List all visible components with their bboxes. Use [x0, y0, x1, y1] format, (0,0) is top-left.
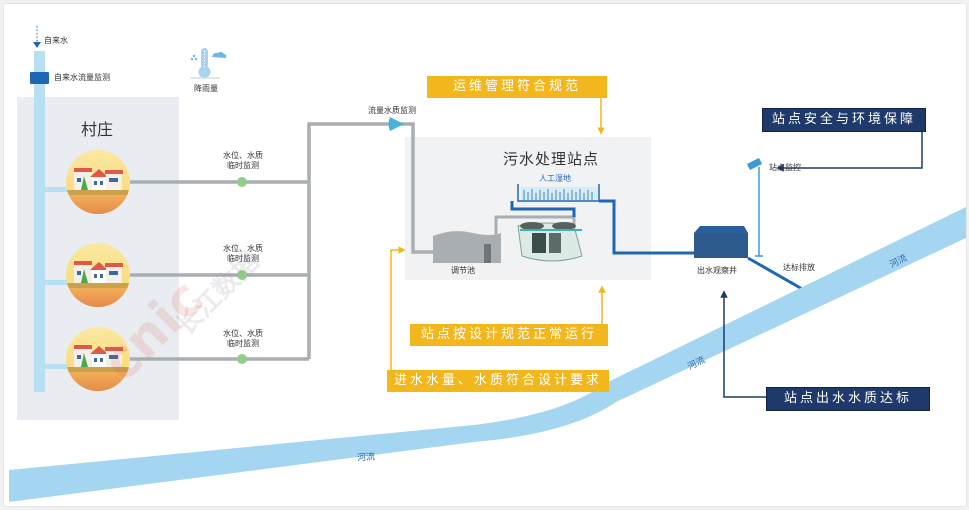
- village-house-icon: [66, 327, 130, 391]
- flow-monitor-icon[interactable]: [388, 117, 405, 131]
- observation-well-label: 出水观察井: [697, 266, 737, 275]
- monitor-label-2: 水位、水质 临时监测: [218, 244, 268, 264]
- river: [9, 207, 966, 502]
- wetland-icon: [517, 184, 600, 202]
- outcome-safety: 站点安全与环境保障: [762, 108, 926, 132]
- wetland-label: 人工湿地: [539, 174, 571, 183]
- diagram-canvas: cnic 自来水 自来水流量监测 降雨量 村庄 水位、水质 临时监测 水位、水质…: [3, 3, 967, 507]
- outcome-effluent: 站点出水水质达标: [766, 387, 930, 411]
- thermometer-rain-icon: [190, 48, 227, 79]
- flow-monitor-label: 流量水质监测: [368, 106, 416, 115]
- monitor-label-line: 水位、水质: [223, 244, 263, 253]
- arrow-safety: [776, 126, 923, 172]
- tap-branch: [45, 187, 69, 192]
- village-house-icon: [66, 150, 130, 214]
- diagram-graphics: cnic: [9, 26, 966, 502]
- camera-label: 站点监控: [769, 163, 801, 172]
- village-house-icon: [66, 243, 130, 307]
- monitor-label-line: 水位、水质: [223, 329, 263, 338]
- monitor-point[interactable]: [237, 270, 247, 280]
- observation-well-icon: [694, 226, 748, 258]
- treatment-tank-icon: [517, 222, 583, 262]
- monitor-label-line: 水位、水质: [223, 151, 263, 160]
- monitor-point[interactable]: [237, 354, 247, 364]
- treated-water-pipe: [510, 199, 694, 255]
- monitor-label-3: 水位、水质 临时监测: [218, 329, 268, 349]
- arrow-effluent: [720, 290, 769, 398]
- requirement-inflow: 进水水量、水质符合设计要求: [387, 370, 609, 392]
- monitor-label-1: 水位、水质 临时监测: [218, 151, 268, 171]
- tap-branch: [45, 364, 69, 369]
- regulating-tank-icon: [433, 231, 501, 263]
- transfer-pipe: [494, 215, 576, 240]
- tap-water-arrow-icon: [33, 42, 41, 48]
- monitor-point[interactable]: [237, 177, 247, 187]
- tap-water-label: 自来水: [44, 36, 68, 45]
- water-meter-label: 自来水流量监测: [54, 73, 110, 82]
- village-title: 村庄: [81, 120, 114, 139]
- monitor-label-line: 临时监测: [227, 254, 259, 263]
- discharge-pipe: [747, 256, 805, 292]
- camera-icon[interactable]: [747, 158, 763, 257]
- monitor-label-line: 临时监测: [227, 339, 259, 348]
- discharge-label: 达标排放: [783, 263, 815, 272]
- river-label: 河流: [356, 452, 376, 464]
- requirement-normal-operation: 站点按设计规范正常运行: [410, 324, 608, 346]
- water-meter-icon: [30, 72, 49, 84]
- monitor-label-line: 临时监测: [227, 161, 259, 170]
- requirement-operations: 运维管理符合规范: [427, 76, 607, 98]
- arrow-inflow: [390, 246, 406, 370]
- station-title: 污水处理站点: [503, 150, 600, 168]
- sewage-pipes: [130, 122, 436, 361]
- tap-branch: [45, 280, 69, 285]
- rainfall-label: 降雨量: [194, 84, 218, 93]
- tank-label: 调节池: [451, 266, 475, 275]
- tap-water-pipe: [34, 51, 45, 392]
